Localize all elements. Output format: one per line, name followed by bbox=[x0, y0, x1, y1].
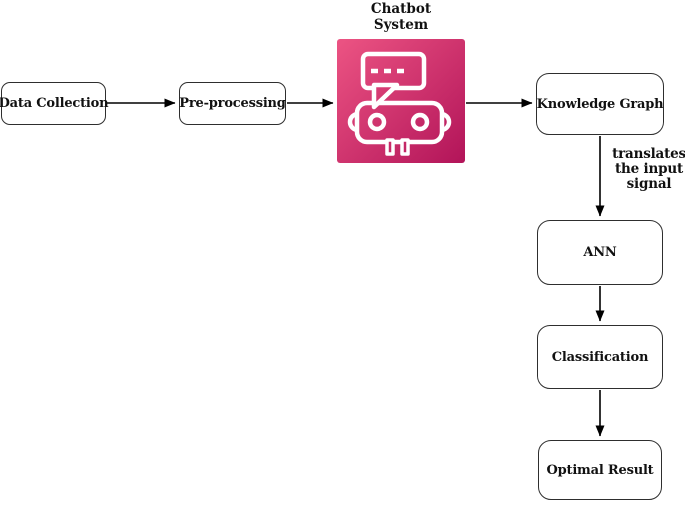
node-classification-label: Classification bbox=[551, 349, 649, 365]
robot-head bbox=[354, 100, 445, 145]
chatbot-system-node bbox=[337, 39, 465, 163]
node-data-collection: Data Collection bbox=[0, 82, 109, 125]
robot-right-eye bbox=[410, 112, 430, 132]
node-pre-processing-label: Pre-processing bbox=[179, 96, 286, 111]
chatbot-robot-icon bbox=[337, 39, 465, 163]
node-knowledge-graph-label: Knowledge Graph bbox=[536, 96, 664, 112]
node-classification: Classification bbox=[537, 325, 663, 389]
robot-left-eye bbox=[367, 112, 387, 132]
node-data-collection-label: Data Collection bbox=[0, 96, 109, 111]
node-optimal-result-label: Optimal Result bbox=[546, 462, 654, 478]
node-pre-processing: Pre-processing bbox=[179, 82, 286, 125]
speech-bubble-tail bbox=[371, 82, 400, 110]
chatbot-system-caption: Chatbot System bbox=[370, 1, 432, 33]
node-ann: ANN bbox=[537, 220, 663, 285]
node-optimal-result: Optimal Result bbox=[538, 440, 662, 500]
node-knowledge-graph: Knowledge Graph bbox=[536, 73, 664, 135]
edge-label-translates-input-signal: translates the input signal bbox=[612, 146, 685, 193]
robot-left-leg bbox=[385, 138, 395, 156]
robot-right-leg bbox=[400, 138, 410, 156]
node-ann-label: ANN bbox=[583, 245, 617, 260]
